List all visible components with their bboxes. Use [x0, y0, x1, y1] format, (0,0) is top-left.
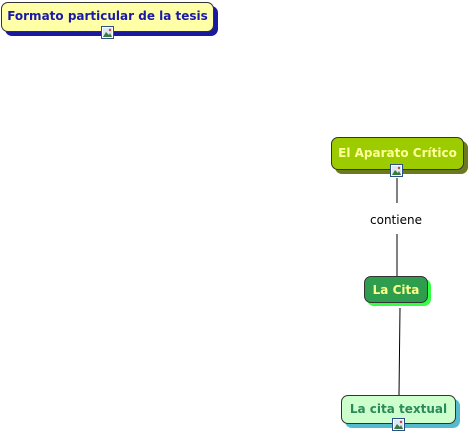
link-label-contiene: contiene [370, 213, 422, 227]
concept-label-aparato-critico: El Aparato Crítico [338, 146, 457, 160]
concept-label-la-cita: La Cita [372, 282, 420, 297]
line-cita-to-textual [398, 307, 401, 396]
concept-label-formato: Formato particular de la tesis [7, 9, 208, 23]
image-attachment-icon[interactable] [392, 418, 405, 431]
image-attachment-icon[interactable] [390, 164, 403, 177]
concept-label-cita-textual: La cita textual [349, 402, 448, 416]
concept-node-formato[interactable]: Formato particular de la tesis [1, 2, 214, 32]
concept-node-la-cita[interactable]: La Cita [364, 276, 428, 303]
image-attachment-icon[interactable] [101, 26, 114, 39]
